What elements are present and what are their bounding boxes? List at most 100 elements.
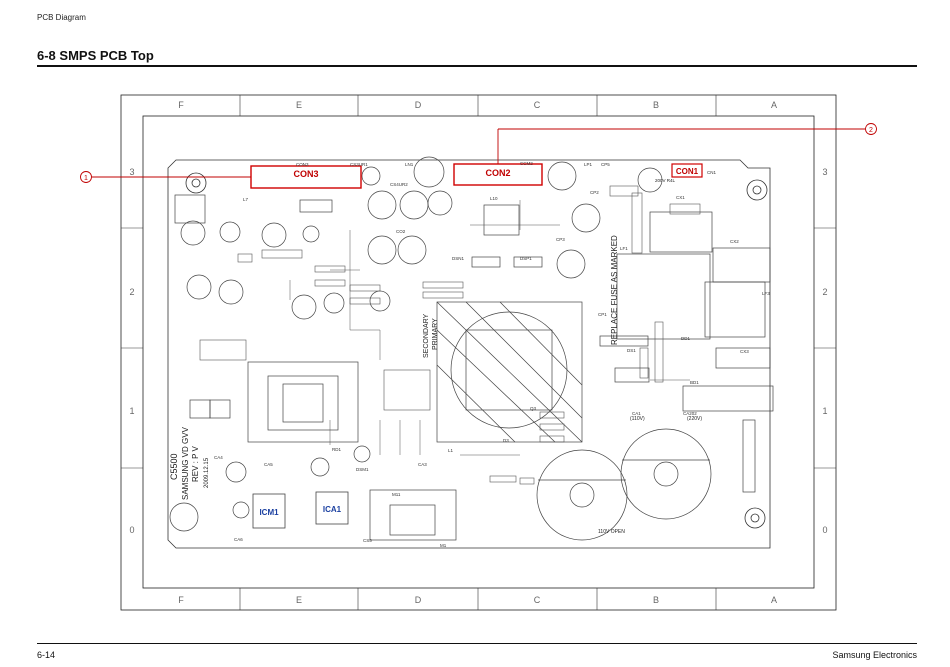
- small-parts: [199, 185, 701, 485]
- col-label-top: E: [296, 100, 302, 110]
- part-ref: DSN1: [452, 256, 465, 261]
- bulk-capacitors: [536, 428, 712, 541]
- transformer: [436, 301, 583, 443]
- part-ref: D3: [503, 438, 509, 443]
- part-ref: CS4UR2: [390, 182, 408, 187]
- inner-frame: [142, 115, 815, 589]
- part-ref: DS1: [627, 348, 636, 353]
- callout-2: 2: [865, 123, 877, 135]
- part-ref: DSM1: [356, 467, 369, 472]
- part-ref: M11: [392, 492, 401, 497]
- silk-model: C5500: [169, 453, 179, 480]
- transformer-left: [189, 361, 359, 443]
- part-ref: CP3: [556, 237, 565, 242]
- part-ref: CA5: [264, 462, 273, 467]
- col-label-top: B: [653, 100, 659, 110]
- part-ref: CO2: [396, 229, 406, 234]
- part-ref: CP1: [598, 312, 607, 317]
- row-label-right: 0: [822, 525, 827, 535]
- part-ref: CX2: [730, 239, 739, 244]
- connector-con2[interactable]: CON2: [453, 163, 543, 186]
- chip-ica1: ICA1: [315, 491, 349, 525]
- company-name: Samsung Electronics: [832, 650, 917, 660]
- col-label-bottom: D: [415, 595, 422, 605]
- silk-maker: SAMSUNG VD GVV: [181, 426, 190, 500]
- capacitors: [169, 156, 663, 532]
- col-label-bottom: E: [296, 595, 302, 605]
- con2-label: CON2: [485, 168, 510, 178]
- part-ref: DSP1: [520, 256, 532, 261]
- ica1-label: ICA1: [323, 505, 342, 514]
- callout-1: 1: [80, 171, 92, 183]
- part-ref: CA202: [683, 411, 697, 416]
- row-label-right: 3: [822, 167, 827, 177]
- con1-label: CON1: [676, 167, 699, 176]
- col-label-bottom: F: [178, 595, 184, 605]
- part-ref: RD1: [332, 447, 341, 452]
- part-ref: CCM2: [520, 161, 533, 166]
- silk-primary: PRIMARY: [432, 318, 439, 350]
- connector-con1[interactable]: CON1: [671, 163, 703, 178]
- connector-con3[interactable]: CON3: [250, 165, 362, 189]
- filter-blocks: [174, 194, 774, 541]
- col-label-top: A: [771, 100, 777, 110]
- part-ref: CS3UR1: [350, 162, 368, 167]
- part-ref: CA4: [214, 455, 223, 460]
- part-ref: L7: [243, 197, 249, 202]
- row-label-left: 2: [129, 287, 134, 297]
- callout-number: 2: [869, 127, 873, 134]
- footer-rule: [37, 643, 917, 644]
- row-label-left: 0: [129, 525, 134, 535]
- col-label-top: C: [534, 100, 541, 110]
- page-number: 6-14: [37, 650, 56, 660]
- col-label-bottom: B: [653, 595, 659, 605]
- title-rule: [37, 65, 917, 67]
- header-label: PCB Diagram: [37, 13, 86, 22]
- mounting-holes: [185, 172, 768, 529]
- part-ref: L10: [490, 196, 498, 201]
- row-label-right: 2: [822, 287, 827, 297]
- silkscreen-block: C5500 SAMSUNG VD GVV REV : P V 2009.12.1…: [169, 178, 702, 535]
- part-ref: LF3: [762, 291, 770, 296]
- silk-rev: REV : P V: [191, 445, 200, 482]
- silk-110v-open: 110V OPEN: [598, 529, 625, 535]
- part-ref: CA1: [632, 411, 641, 416]
- part-ref: CON3: [296, 162, 309, 167]
- chip-icm1: ICM1: [252, 493, 286, 529]
- part-ref: CP5: [601, 162, 610, 167]
- part-ref: CX1: [676, 195, 685, 200]
- board-outline: [167, 159, 771, 549]
- silk-small-rev: 200V R4L: [655, 178, 676, 183]
- col-label-top: F: [178, 100, 184, 110]
- part-ref: L1: [448, 448, 454, 453]
- part-ref: CN1: [707, 170, 716, 175]
- part-ref: CA6: [234, 537, 243, 542]
- part-ref: DD1: [681, 336, 690, 341]
- part-ref: LP1: [584, 162, 593, 167]
- part-ref: CS5: [363, 538, 372, 543]
- callout-leaders: [92, 128, 865, 178]
- part-ref: LF1: [620, 246, 628, 251]
- con3-label: CON3: [293, 169, 318, 179]
- callout-number: 1: [84, 175, 88, 182]
- part-ref: CP2: [590, 190, 599, 195]
- part-ref: CX3: [740, 349, 749, 354]
- silk-220v: (220V): [687, 416, 702, 422]
- row-label-right: 1: [822, 406, 827, 416]
- col-label-bottom: C: [534, 595, 541, 605]
- col-label-top: D: [415, 100, 422, 110]
- part-ref: Q3: [530, 406, 537, 411]
- part-designators: CON3 CS3UR1 LN1 L10 CS4UR2 CO2 CCM2 LP1 …: [214, 161, 770, 548]
- col-label-bottom: A: [771, 595, 777, 605]
- silk-110v: (110V): [630, 416, 645, 422]
- traces: [289, 200, 690, 456]
- row-label-left: 1: [129, 406, 134, 416]
- silk-date: 2009.12.15: [204, 457, 210, 488]
- row-label-left: 3: [129, 167, 134, 177]
- part-ref: BD1: [690, 380, 699, 385]
- part-ref: LN1: [405, 162, 414, 167]
- grid-ticks: [121, 95, 836, 610]
- silk-fuse: REPLACE FUSE AS MARKED: [610, 235, 619, 345]
- part-ref: M1: [440, 543, 447, 548]
